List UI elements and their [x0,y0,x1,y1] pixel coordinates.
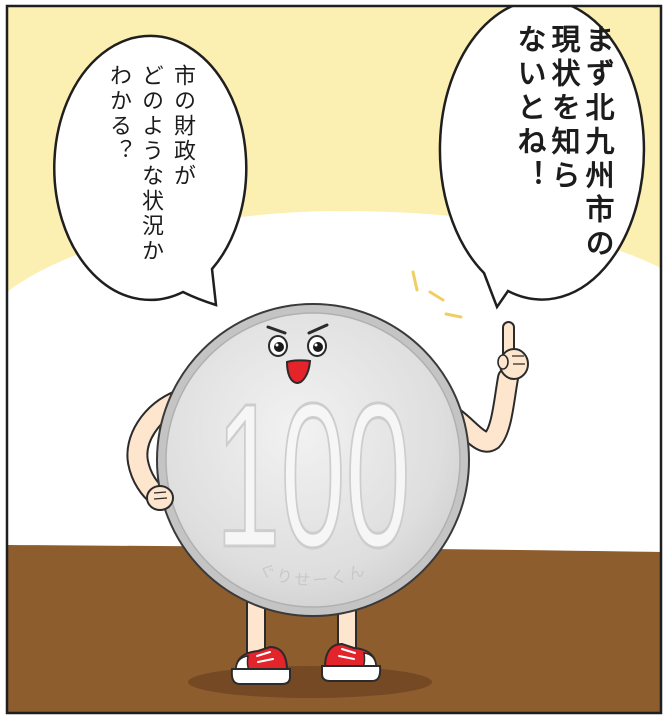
emphasis-line [411,270,419,292]
speech-line: 現状を知ら [547,24,581,194]
left-eyebrow [266,325,287,335]
left-shoe [230,645,291,685]
panel-border [5,4,663,715]
left-eye [268,335,288,357]
speech-line: どのような状況か [138,64,163,264]
speech-line: まず北九州市の [581,24,615,262]
left-arm [126,389,191,507]
speech-bubble-left [53,34,248,307]
emphasis-lines [411,270,463,319]
coin-face [165,312,461,608]
floor [7,545,661,713]
right-eyebrow [307,323,329,335]
speech-text-right: まず北九州市の 現状を知ら ないとね！ [513,24,615,262]
emphasis-line [428,290,445,302]
speech-bubble-right [438,6,646,310]
speech-line: ないとね！ [513,24,547,194]
pointing-hand [497,321,529,380]
coin-character: 100 ぐりせーくん [156,303,470,617]
right-eye [307,335,327,357]
emphasis-line [444,312,463,319]
coin-denomination: 100 [216,362,411,591]
speech-text-left: 市の財政が どのような状況か わかる？ [102,64,198,264]
left-fist [146,485,174,511]
thumb [497,354,509,370]
mouth [285,359,312,385]
speech-line: わかる？ [106,64,131,164]
floor-shadow [188,666,432,698]
right-shoe [321,642,382,682]
speech-line: 市の財政が [170,64,195,189]
